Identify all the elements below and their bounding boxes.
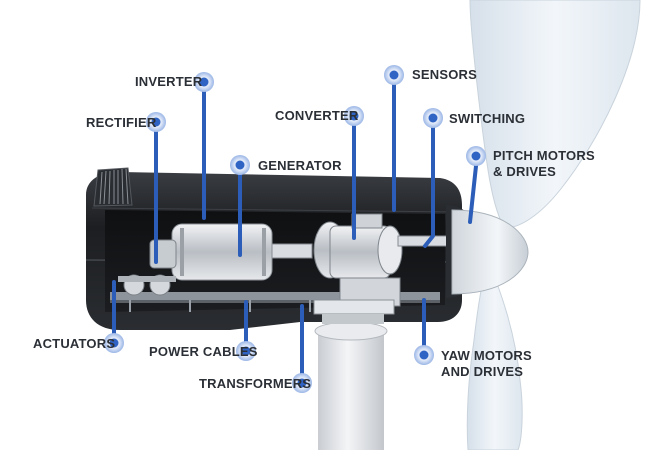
yaw-motors-callout (414, 298, 434, 365)
converter-callout (344, 106, 364, 240)
yaw-motors-marker-dot (419, 350, 429, 360)
pitch-motors-callout (466, 146, 486, 224)
actuator-units (118, 274, 176, 296)
sensors-marker-dot (389, 70, 399, 80)
converter-label: CONVERTER (275, 108, 359, 123)
inverter-label: INVERTER (135, 74, 203, 89)
generator-marker-dot (235, 160, 245, 170)
power-cables-marker-dot (241, 346, 251, 356)
inverter-callout (194, 72, 214, 220)
pitch-motors-label: PITCH MOTORS & DRIVES (493, 148, 595, 179)
power-cables-callout (236, 300, 256, 361)
converter-marker-dot (349, 111, 359, 121)
rectifier-label: RECTIFIER (86, 115, 157, 130)
rectifier-callout (146, 112, 166, 264)
pitch-motors-marker-dot (471, 151, 481, 161)
generator-callout (230, 155, 250, 257)
switching-label: SWITCHING (449, 111, 526, 126)
sensors-callout (384, 65, 404, 212)
tower (314, 321, 388, 450)
switching-callout (423, 108, 443, 248)
cooling-radiator (93, 167, 133, 207)
yaw-ring (313, 299, 395, 324)
actuators-callout (104, 280, 124, 353)
sensors-label: SENSORS (412, 67, 477, 82)
switching-marker-dot (428, 113, 438, 123)
yaw-motors-label: YAW MOTORS AND DRIVES (441, 348, 532, 379)
inverter-marker-dot (199, 77, 209, 87)
switching-leader-line (423, 126, 435, 248)
rectifier-marker-dot (151, 117, 161, 127)
power-cables-label: POWER CABLES (149, 344, 258, 359)
pitch-motors-leader-line (468, 164, 478, 224)
hub-spinner (446, 205, 529, 298)
transformers-marker-dot (297, 378, 307, 388)
actuators-marker-dot (109, 338, 119, 348)
transformers-label: TRANSFORMERS (199, 376, 312, 391)
transformers-callout (292, 304, 312, 393)
actuators-label: ACTUATORS (33, 336, 116, 351)
generator-label: GENERATOR (258, 158, 342, 173)
